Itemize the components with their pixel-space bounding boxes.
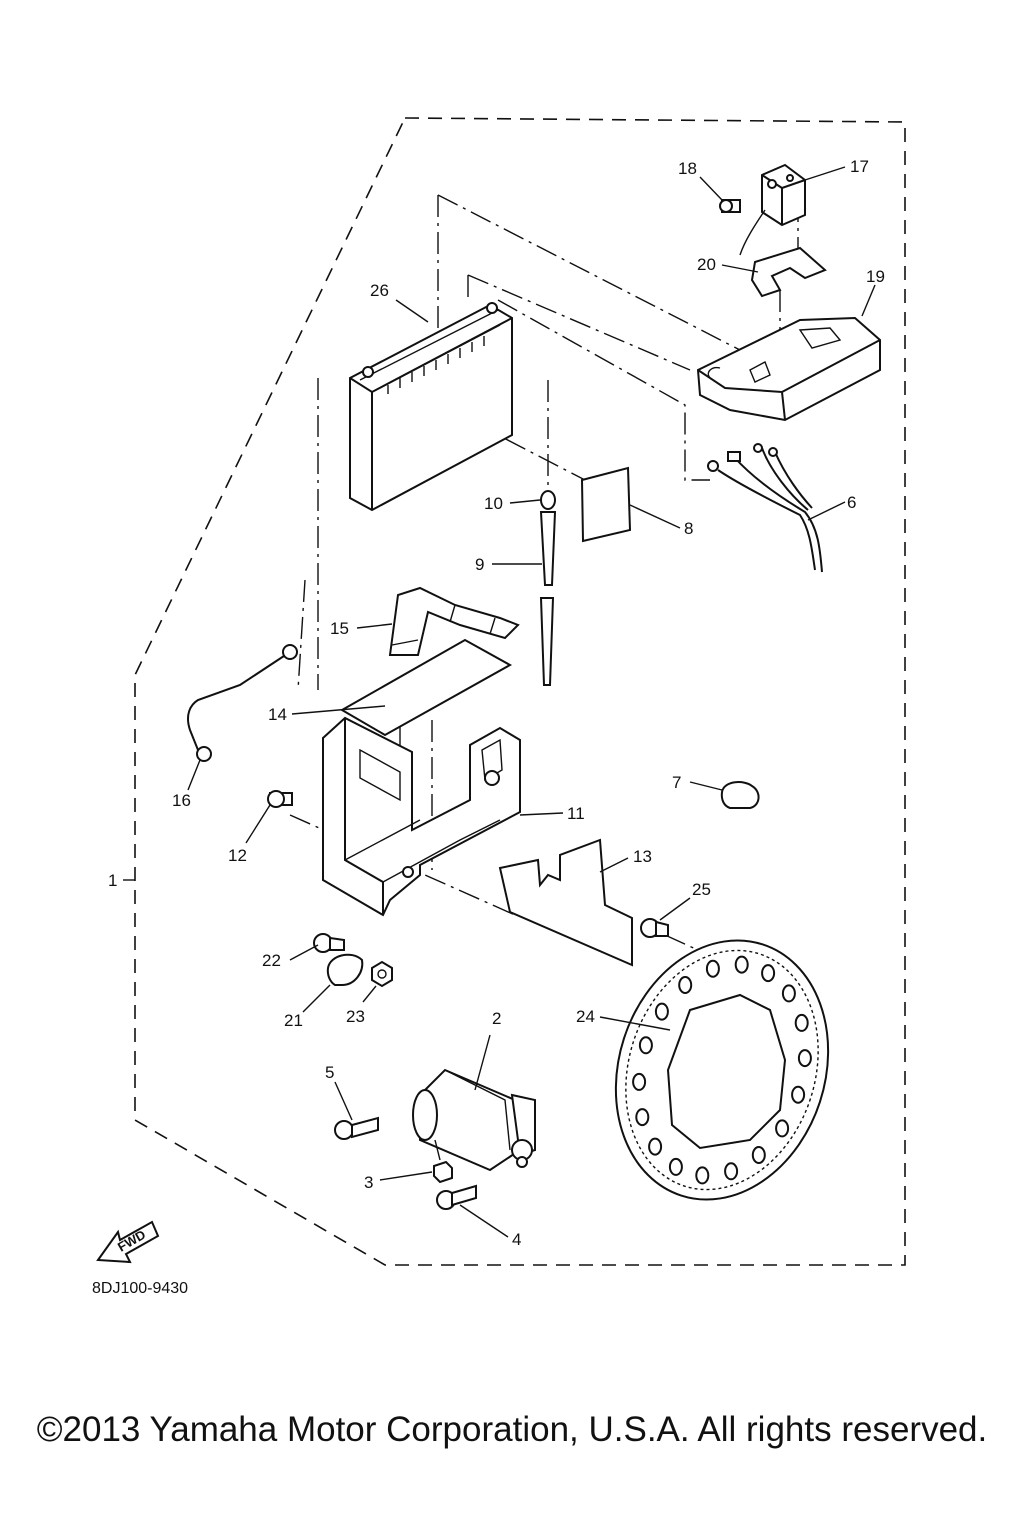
guide-line: [497, 299, 710, 481]
callout-11: 11: [567, 804, 585, 823]
starter-relay: [739, 163, 806, 256]
callout-8: 8: [684, 519, 693, 538]
clamp-bolt: [313, 933, 345, 953]
wire-clamp: [720, 781, 760, 809]
guide-line: [297, 579, 306, 691]
callout-5: 5: [325, 1063, 334, 1082]
battery-case: [322, 716, 521, 917]
leader-lines: [123, 166, 876, 1238]
guide-line: [437, 194, 741, 351]
rotor-hole: [648, 1137, 663, 1156]
callout-19: 19: [866, 267, 885, 286]
rotor-hole: [638, 1036, 653, 1055]
callout-10: 10: [484, 494, 503, 513]
case-bolt: [267, 790, 293, 808]
callout-2: 2: [492, 1009, 501, 1028]
breather-hose: [539, 511, 557, 686]
electrical-cover: [696, 316, 881, 422]
callout-7: 7: [672, 773, 681, 792]
assembly-boundary: [134, 117, 906, 1266]
rotor-hole: [775, 1119, 790, 1138]
callout-26: 26: [370, 281, 389, 300]
callout-20: 20: [697, 255, 716, 274]
rotor-hole: [751, 1146, 766, 1164]
callout-25: 25: [692, 880, 711, 899]
battery: [349, 302, 513, 512]
clamp-nut: [371, 960, 393, 988]
callout-3: 3: [364, 1173, 373, 1192]
callout-13: 13: [633, 847, 652, 866]
callout-1: 1: [108, 871, 117, 890]
lead-clamp: [326, 953, 364, 986]
relay-bracket: [750, 246, 827, 298]
callout-6: 6: [847, 493, 856, 512]
flywheel-rotor: [614, 939, 830, 1201]
rotor-hole: [632, 1072, 647, 1091]
callout-14: 14: [268, 705, 287, 724]
diagram-code: 8DJ100-9430: [92, 1280, 189, 1297]
wire-harness: [707, 443, 823, 573]
motor-bolt-short: [436, 1184, 477, 1210]
rotor-hole: [761, 964, 776, 983]
motor-bolt-long: [334, 1116, 379, 1140]
motor-bushing: [433, 1160, 453, 1184]
callout-21: 21: [284, 1011, 303, 1030]
guide-line: [467, 274, 691, 371]
rotor-hole: [635, 1108, 650, 1127]
ground-lead: [187, 644, 298, 762]
battery-strap: [388, 586, 520, 656]
battery-pad: [580, 466, 632, 543]
relay-screw: [719, 199, 741, 213]
rotor-hole: [781, 984, 796, 1003]
breather-cap: [540, 490, 556, 510]
guide-line: [439, 404, 586, 481]
rotor-hole: [668, 1157, 683, 1176]
callout-12: 12: [228, 846, 247, 865]
callout-17: 17: [850, 157, 869, 176]
rotor-hole: [678, 976, 693, 994]
forward-direction-arrow-icon: FWD: [96, 1220, 160, 1264]
battery-sheet: [339, 638, 513, 737]
rotor-hole: [705, 959, 720, 978]
rotor-hole: [695, 1166, 710, 1185]
rotor-bolt: [640, 918, 669, 938]
rotor-hole: [794, 1013, 809, 1032]
heat-plate: [498, 838, 633, 967]
rotor-hole: [724, 1162, 739, 1181]
rotor-hole: [797, 1049, 812, 1068]
rotor-hole: [791, 1085, 806, 1104]
callout-16: 16: [172, 791, 191, 810]
callout-4: 4: [512, 1230, 521, 1249]
callout-15: 15: [330, 619, 349, 638]
callout-22: 22: [262, 951, 281, 970]
starter-motor: [412, 1068, 536, 1172]
callout-18: 18: [678, 159, 697, 178]
callout-numbers: 1 2 3 4 5 6 7 8 9 10 11 12 13 14 15 16 1…: [108, 157, 885, 1249]
callout-24: 24: [576, 1007, 595, 1026]
rotor-hole: [654, 1002, 669, 1021]
copyright-notice: ©2013 Yamaha Motor Corporation, U.S.A. A…: [36, 1410, 988, 1449]
rotor-hole: [734, 955, 749, 974]
callout-9: 9: [475, 555, 484, 574]
callout-23: 23: [346, 1007, 365, 1026]
